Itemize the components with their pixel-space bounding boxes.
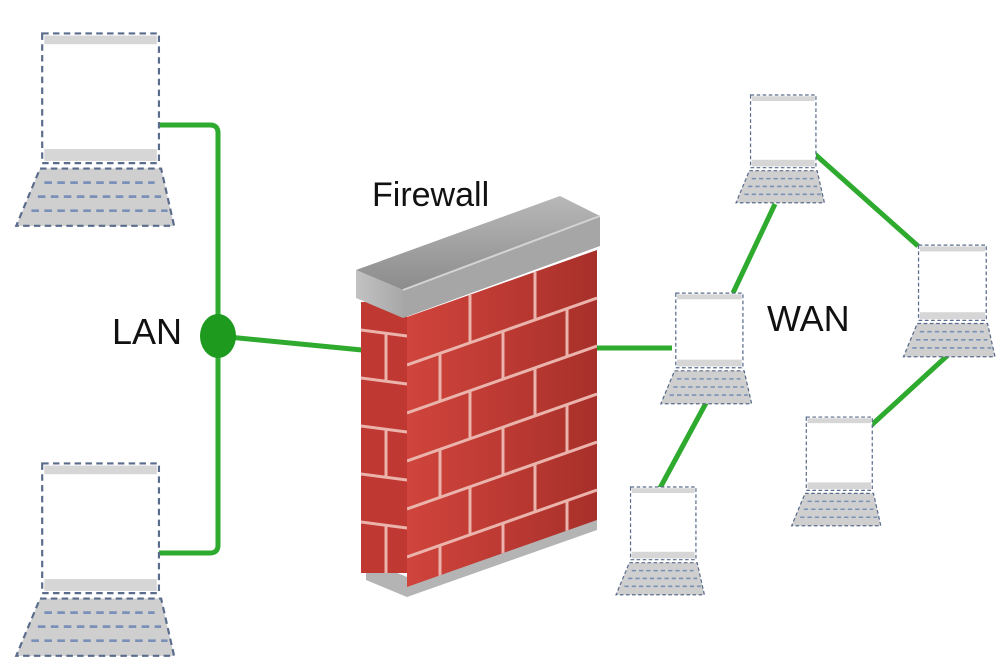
laptop-icon[interactable]: [14, 31, 176, 228]
network-hub-icon: [200, 314, 236, 358]
link-wan-center-top: [730, 202, 778, 295]
laptop-icon[interactable]: [14, 461, 176, 658]
laptop-icon[interactable]: [659, 292, 753, 405]
wan-label: WAN: [767, 298, 850, 339]
link-wan-right-lowerright: [862, 353, 950, 434]
link-wan-center-bottom: [657, 401, 709, 490]
brick-wall-icon: [356, 196, 601, 597]
laptop-icon[interactable]: [902, 244, 996, 358]
lan-label: LAN: [112, 311, 182, 352]
link-hub-firewall: [217, 333, 363, 353]
laptop-icon[interactable]: [615, 486, 706, 596]
laptop-icon[interactable]: [735, 94, 826, 204]
wan-links: [595, 146, 950, 490]
laptop-icon[interactable]: [790, 416, 882, 527]
link-wan-top-right: [806, 146, 920, 248]
firewall-label: Firewall: [372, 176, 489, 214]
